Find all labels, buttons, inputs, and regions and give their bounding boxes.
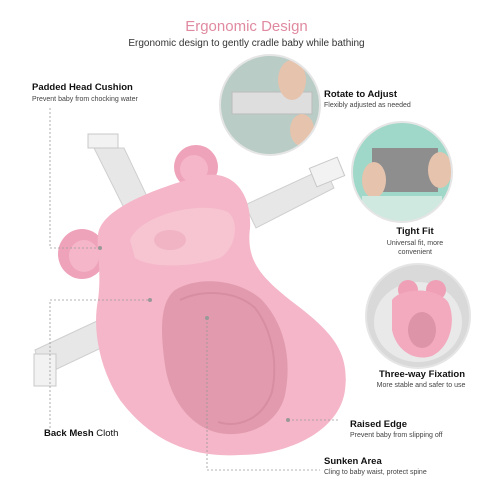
desc-sunken-area: Cling to baby waist, protect spine: [324, 469, 427, 476]
head-dimple: [154, 230, 186, 250]
detail-photo-rotate: [219, 54, 321, 156]
detail-photo-tight-fit: [351, 121, 453, 223]
strap-top-right: [244, 167, 335, 229]
label-raised-edge: Raised Edge: [350, 419, 408, 430]
dot-head: [98, 246, 102, 250]
detail-photo-fixation: [365, 263, 471, 369]
label-back-mesh-title: Back Mesh: [44, 428, 94, 439]
mesh-shadow: [179, 292, 276, 425]
dot-sunken: [205, 316, 209, 320]
label-three-way: Three-way Fixation: [378, 369, 466, 380]
label-tight-fit: Tight Fit: [396, 226, 434, 237]
dot-mesh: [148, 298, 152, 302]
strap-top-right-clip: [308, 156, 346, 188]
desc-rotate: Flexibly adjusted as needed: [324, 102, 411, 109]
desc-head-cushion: Prevent baby from chocking water: [32, 96, 138, 103]
strap-top-left-clip: [87, 133, 119, 149]
label-head-cushion: Padded Head Cushion: [32, 82, 133, 93]
line-sunken: [206, 318, 320, 471]
ear-left-inner: [69, 240, 99, 272]
label-rotate: Rotate to Adjust: [324, 89, 398, 100]
strap-bottom-left-clip: [33, 353, 57, 387]
line-head-cushion: [49, 108, 100, 249]
cushion: [58, 145, 346, 456]
desc-tight-fit-1: Universal fit, more: [386, 240, 444, 247]
mesh-cloth: [162, 281, 288, 435]
callout-lines: [49, 108, 340, 471]
label-back-mesh: Back Mesh Cloth: [44, 428, 118, 440]
desc-three-way: More stable and safer to use: [376, 382, 466, 389]
dot-raised: [286, 418, 290, 422]
label-back-mesh-suffix: Cloth: [96, 428, 119, 439]
page-title: Ergonomic Design: [185, 18, 308, 35]
line-back-mesh: [49, 299, 150, 428]
label-sunken-area: Sunken Area: [324, 456, 382, 467]
desc-raised-edge: Prevent baby from slipping off: [350, 432, 443, 439]
page-subtitle: Ergonomic design to gently cradle baby w…: [128, 38, 365, 49]
desc-tight-fit-2: convenient: [398, 249, 432, 256]
